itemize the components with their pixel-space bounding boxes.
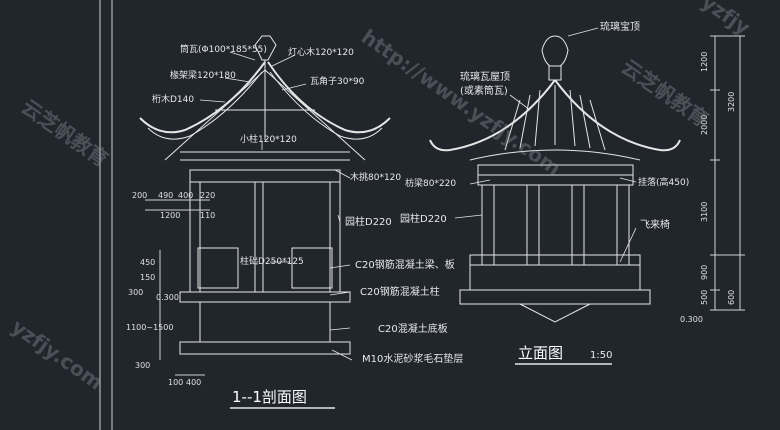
watermark-4: yzfjy.com (7, 314, 107, 394)
dim-h1200: 1200 (700, 52, 709, 72)
elevation-column-3 (571, 184, 585, 266)
dim-100: 100 (168, 378, 183, 387)
section-bench-right (291, 247, 333, 289)
section-base-slab (179, 341, 351, 355)
dim-h3200: 3200 (727, 92, 736, 112)
section-finial (254, 35, 277, 61)
elevation-view (429, 35, 745, 323)
label-top-finial: 琉璃宝顶 (600, 20, 640, 33)
label-roof: 琉璃瓦屋顶 (460, 70, 510, 83)
section-rafter-right (264, 69, 366, 161)
elevation-column-2 (526, 184, 540, 266)
watermark-3: 云芝帆教育 (617, 54, 713, 131)
label-c20-column: C20钢筋混凝土柱 (360, 285, 440, 298)
drawing-frame (99, 0, 113, 430)
label-base: 柱础D250*125 (240, 255, 304, 267)
dim-220: 220 (200, 191, 215, 200)
elevation-scale: 1:50 (590, 350, 612, 361)
label-beam: 木挑80*120 (350, 171, 401, 183)
label-top-tile: 筒瓦(Φ100*185*55) (180, 43, 267, 55)
elevation-platform (459, 289, 651, 305)
elevation-bench-top (469, 254, 641, 266)
watermark-1: http://www.yzfjy.com (357, 24, 565, 180)
section-lattice-band (189, 169, 341, 183)
dim-h3100: 3100 (700, 202, 709, 222)
label-m10-layer: M10水泥砂浆毛石垫层 (362, 352, 463, 365)
section-platform (179, 291, 351, 303)
label-lamp-post: 灯心木120*120 (288, 46, 354, 58)
elevation-ground-marker (519, 303, 591, 323)
dim-200: 200 (132, 191, 147, 200)
elevation-roof-eave (469, 149, 641, 161)
dim-1100-1500: 1100~1500 (126, 323, 173, 332)
dim-490: 490 (158, 191, 173, 200)
section-roof-left-inner (147, 71, 263, 140)
section-rafter-left (164, 69, 266, 161)
section-title: 1--1剖面图 (232, 388, 307, 406)
section-foundation (199, 301, 331, 343)
label-small-post: 小柱120*120 (240, 133, 297, 145)
section-leaders (199, 51, 353, 361)
dim-h2000: 2000 (700, 115, 709, 135)
watermark-2: 云芝帆教育 (17, 94, 113, 171)
dim-h600: 600 (727, 290, 736, 305)
label-lattice-beam: 枋梁80*220 (405, 177, 456, 189)
label-angle-rafter: 瓦角子30*90 (310, 75, 365, 87)
dim-450: 450 (140, 258, 155, 267)
label-purlin: 桁木D140 (152, 93, 194, 105)
dim-1200: 1200 (160, 211, 180, 220)
label-column: 园柱D220 (345, 215, 392, 228)
elevation-roof-right (554, 79, 681, 152)
label-rafter: 椽架梁120*180 (170, 69, 236, 81)
dim-400b: 400 (186, 378, 201, 387)
elevation-roof-left (429, 79, 556, 152)
section-column-mid (254, 181, 264, 293)
label-elevation-column: 园柱D220 (400, 212, 447, 225)
label-hanging-fascia: 挂落(高450) (638, 176, 689, 188)
section-bench-left (197, 247, 239, 289)
dim-150: 150 (140, 273, 155, 282)
dim-400: 400 (178, 191, 193, 200)
label-c20-slab: C20混凝土底板 (378, 322, 448, 335)
label-bench: 飞来椅 (640, 218, 670, 231)
elevation-leaders (454, 27, 637, 263)
elevation-finial-base (548, 65, 562, 81)
dim-300b: 300 (135, 361, 150, 370)
elevation-column-1 (481, 184, 495, 266)
dim-300: 300 (128, 288, 143, 297)
section-roof-right-inner (269, 71, 383, 140)
label-c20-beam: C20钢筋混凝土梁、板 (355, 258, 455, 271)
section-view (139, 35, 391, 376)
label-roof-alt: (或素筒瓦) (460, 84, 508, 97)
dim-elev-elevation: 0.300 (680, 315, 703, 324)
section-roof-left (139, 61, 266, 134)
dim-h500: 500 (700, 290, 709, 305)
elevation-title: 立面图 (518, 344, 563, 362)
elevation-column-4 (616, 184, 630, 266)
dim-h900: 900 (700, 265, 709, 280)
elevation-finial (541, 35, 569, 67)
dim-elev-section: 0.300 (156, 293, 179, 302)
dim-110: 110 (200, 211, 215, 220)
watermark-5: yzfjy (697, 0, 754, 40)
section-roof-right (267, 61, 391, 134)
elevation-bench (469, 264, 641, 291)
